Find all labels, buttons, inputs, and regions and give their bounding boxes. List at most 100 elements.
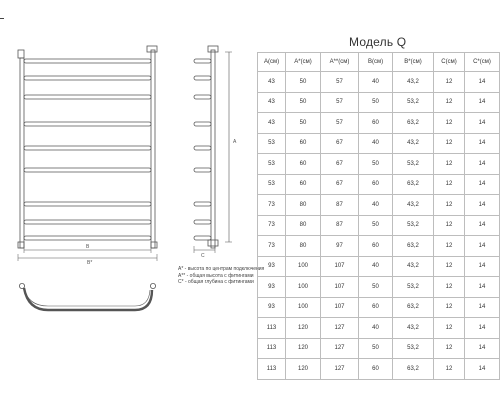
side-post: [210, 49, 216, 249]
note-a-star2: A** - общая высота с фитингами: [178, 272, 254, 279]
table-cell: 12: [433, 71, 465, 93]
table-cell: 53,2: [392, 337, 434, 359]
table-cell: 87: [320, 214, 359, 236]
table-cell: 100: [285, 276, 321, 298]
table-cell: 12: [433, 296, 465, 318]
table-cell: 14: [464, 214, 500, 236]
table-cell: 53: [257, 173, 286, 195]
table-cell: 12: [433, 194, 465, 216]
label-b-star: B*: [87, 260, 92, 266]
table-cell: 12: [433, 153, 465, 175]
header-b: B(см): [358, 52, 393, 72]
table-cell: 60: [358, 112, 393, 134]
footnotes: A* - высота по центрам подключения A** -…: [178, 266, 278, 286]
table-cell: 60: [358, 296, 393, 318]
table-cell: 40: [358, 194, 393, 216]
table-cell: 63,2: [392, 358, 434, 380]
table-cell: 43,2: [392, 132, 434, 154]
table-cell: 14: [464, 112, 500, 134]
table-cell: 40: [358, 255, 393, 277]
table-cell: 43: [257, 71, 286, 93]
table-cell: 113: [257, 317, 286, 339]
table-cell: 63,2: [392, 173, 434, 195]
table-cell: 50: [358, 337, 393, 359]
table-cell: 12: [433, 276, 465, 298]
table-cell: 12: [433, 358, 465, 380]
table-cell: 80: [285, 235, 321, 257]
right-post: [150, 49, 156, 249]
table-cell: 100: [285, 255, 321, 277]
table-cell: 73: [257, 214, 286, 236]
header-a-star2: A**(см): [320, 52, 359, 72]
side-view: [193, 45, 232, 253]
table-cell: 12: [433, 91, 465, 113]
table-cell: 53,2: [392, 276, 434, 298]
table-cell: 43: [257, 112, 286, 134]
table-cell: 50: [358, 153, 393, 175]
header-a: A(см): [257, 52, 286, 72]
left-top-fitting: [17, 49, 25, 59]
table-cell: 53: [257, 153, 286, 175]
table-cell: 120: [285, 317, 321, 339]
table-cell: 67: [320, 173, 359, 195]
table-cell: 60: [285, 173, 321, 195]
label-b: B: [86, 244, 90, 250]
table-cell: 67: [320, 153, 359, 175]
table-cell: 127: [320, 358, 359, 380]
table-cell: 57: [320, 71, 359, 93]
bottom-view: [18, 282, 156, 312]
table-cell: 63,2: [392, 296, 434, 318]
table-cell: 12: [433, 235, 465, 257]
label-a: A: [233, 139, 237, 145]
table-cell: 107: [320, 296, 359, 318]
table-cell: 12: [433, 255, 465, 277]
table-header-row: A(см) A*(см) A**(см) B(см) B*(см) C(см) …: [257, 52, 500, 72]
table-cell: 14: [464, 91, 500, 113]
table-cell: 50: [358, 91, 393, 113]
table-cell: 50: [358, 276, 393, 298]
table-cell: 53: [257, 132, 286, 154]
table-cell: 12: [433, 214, 465, 236]
note-c-star: C* - общая глубина с фитингами: [178, 279, 254, 285]
note-a-star: A* - высота по центрам подключения: [178, 266, 265, 272]
table-cell: 14: [464, 255, 500, 277]
table-cell: 63,2: [392, 112, 434, 134]
table-cell: 40: [358, 71, 393, 93]
table-cell: 73: [257, 194, 286, 216]
table-cell: 14: [464, 71, 500, 93]
table-cell: 50: [285, 112, 321, 134]
header-c-star: C*(см): [464, 52, 500, 72]
table-cell: 14: [464, 276, 500, 298]
table-cell: 107: [320, 255, 359, 277]
table-cell: 40: [358, 132, 393, 154]
header-a-star: A*(см): [285, 52, 321, 72]
table-cell: 113: [257, 358, 286, 380]
table-cell: 60: [358, 173, 393, 195]
table-cell: 14: [464, 194, 500, 216]
header-c: C(см): [433, 52, 465, 72]
table-cell: 53,2: [392, 214, 434, 236]
corner-mark: [0, 18, 4, 19]
table-cell: 93: [257, 296, 286, 318]
table-cell: 97: [320, 235, 359, 257]
table-cell: 12: [433, 132, 465, 154]
table-cell: 50: [285, 71, 321, 93]
table-cell: 60: [358, 235, 393, 257]
table-cell: 80: [285, 214, 321, 236]
table-cell: 12: [433, 173, 465, 195]
table-cell: 63,2: [392, 235, 434, 257]
table-cell: 43,2: [392, 317, 434, 339]
model-title: Модель Q: [349, 35, 407, 49]
